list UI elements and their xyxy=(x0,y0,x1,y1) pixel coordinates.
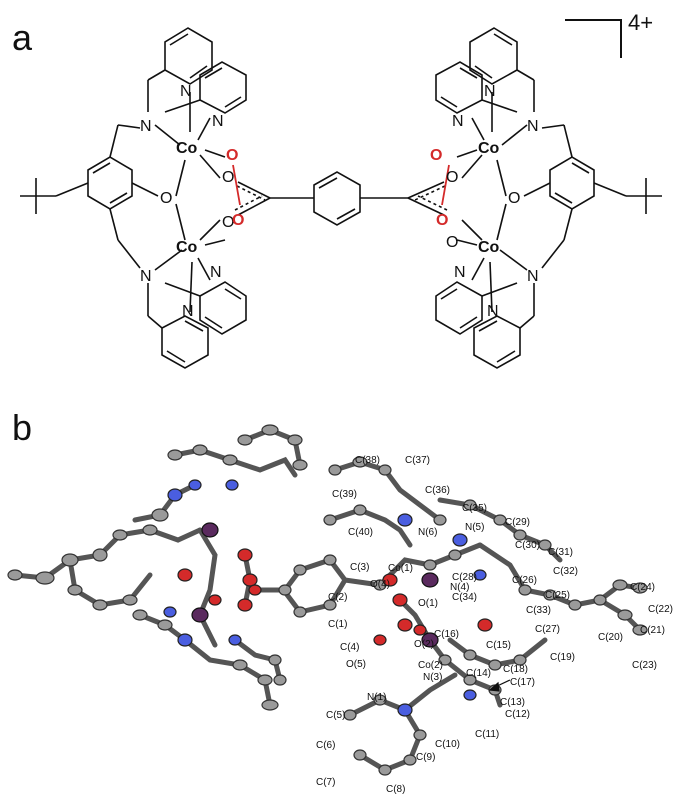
atom-n: N xyxy=(484,83,496,100)
atom-label: C(20) xyxy=(598,632,623,643)
atom-n: N xyxy=(487,303,499,320)
atom-n: N xyxy=(180,83,192,100)
crystal-cobalt-atoms xyxy=(191,522,439,648)
atom-label: C(26) xyxy=(512,575,537,586)
atom-n: N xyxy=(527,268,539,285)
crystal-atom-labels: C(38) C(37) C(36) C(35) C(39) C(40) N(6) N(5) C(… xyxy=(316,455,673,795)
atom-label: C(16) xyxy=(434,629,459,640)
atom-label: C(32) xyxy=(553,566,578,577)
atom-label: C(4) xyxy=(340,642,359,653)
atom-o: O xyxy=(160,190,172,207)
atom-n: N xyxy=(212,113,224,130)
atom-label: C(39) xyxy=(332,489,357,500)
atom-label: C(36) xyxy=(425,485,450,496)
atom-label: O(5) xyxy=(346,659,366,670)
atom-label: C(19) xyxy=(550,652,575,663)
peroxo-bonds xyxy=(232,164,450,206)
charge-label: 4+ xyxy=(628,10,653,35)
atom-label: C(30) xyxy=(515,540,540,551)
atom-label: C(34) xyxy=(452,592,477,603)
atom-n: N xyxy=(210,264,222,281)
atom-label: C(24) xyxy=(630,582,655,593)
atom-o-peroxo: O xyxy=(226,147,238,164)
atom-label: C(12) xyxy=(505,709,530,720)
atom-label: C(35) xyxy=(462,503,487,514)
atom-o: O xyxy=(446,234,458,251)
atom-label: C(38) xyxy=(355,455,380,466)
charge-bracket xyxy=(565,19,622,58)
atom-label: C(28) xyxy=(452,572,477,583)
panel-a-scheme: a 4+ xyxy=(12,10,662,369)
atom-label: C(40) xyxy=(348,527,373,538)
panel-b-crystal-structure: b xyxy=(7,407,673,795)
atom-co: Co xyxy=(176,239,198,256)
atom-label: O(1) xyxy=(418,598,438,609)
atom-label: N(4) xyxy=(450,582,469,593)
atom-co: Co xyxy=(478,239,500,256)
atom-o-peroxo: O xyxy=(436,212,448,229)
atom-label: N(3) xyxy=(423,672,442,683)
atom-n: N xyxy=(527,118,539,135)
atom-label: C(6) xyxy=(316,740,335,751)
atom-n: N xyxy=(182,303,194,320)
atom-label: C(7) xyxy=(316,777,335,788)
atom-label: Co(1) xyxy=(388,563,413,574)
atom-label: C(9) xyxy=(416,752,435,763)
atom-label: C(17) xyxy=(510,677,535,688)
atom-o: O xyxy=(446,169,458,186)
atom-n: N xyxy=(140,268,152,285)
atom-o: O xyxy=(222,169,234,186)
atom-label: C(8) xyxy=(386,784,405,795)
atom-label: C(11) xyxy=(475,729,499,740)
atom-label: C(10) xyxy=(435,739,460,750)
atom-label: N(1) xyxy=(367,692,386,703)
atom-label: C(18) xyxy=(503,664,528,675)
panel-b-label: b xyxy=(12,407,32,448)
atom-label: C(15) xyxy=(486,640,511,651)
atom-label: C(2) xyxy=(328,592,347,603)
atom-label: O(2) xyxy=(414,639,434,650)
atom-label: N(5) xyxy=(465,522,484,533)
atom-label: C(25) xyxy=(545,590,570,601)
atom-label: C(3) xyxy=(350,562,369,573)
atom-o: O xyxy=(508,190,520,207)
atom-co: Co xyxy=(176,140,198,157)
atom-label: C(29) xyxy=(505,517,530,528)
atom-label: C(23) xyxy=(632,660,657,671)
atom-label: C(1) xyxy=(328,619,347,630)
atom-o: O xyxy=(222,214,234,231)
atom-label: C(14) xyxy=(466,668,491,679)
atom-label: O(4) xyxy=(370,579,390,590)
panel-a-label: a xyxy=(12,17,33,58)
c12-arrow xyxy=(488,679,511,692)
scheme-bonds xyxy=(20,27,662,369)
atom-label: C(31) xyxy=(548,547,573,558)
atom-label: C(22) xyxy=(648,604,673,615)
atom-label: N(6) xyxy=(418,527,437,538)
atom-label: C(13) xyxy=(500,697,525,708)
crystal-oxygen-atoms xyxy=(177,548,493,646)
atom-co: Co xyxy=(478,140,500,157)
atom-n: N xyxy=(140,118,152,135)
atom-n: N xyxy=(454,264,466,281)
atom-label: C(21) xyxy=(640,625,665,636)
atom-n: N xyxy=(452,113,464,130)
scheme-atom-labels: N N N N N N Co Co O O O O O N N N N N N … xyxy=(140,83,539,320)
crystal-carbon-atoms xyxy=(7,424,648,776)
atom-label: C(37) xyxy=(405,455,430,466)
atom-o-peroxo: O xyxy=(232,212,244,229)
atom-label: Co(2) xyxy=(418,660,443,671)
atom-label: C(33) xyxy=(526,605,551,616)
atom-o-peroxo: O xyxy=(430,147,442,164)
atom-label: C(5) xyxy=(326,710,345,721)
atom-label: C(27) xyxy=(535,624,560,635)
